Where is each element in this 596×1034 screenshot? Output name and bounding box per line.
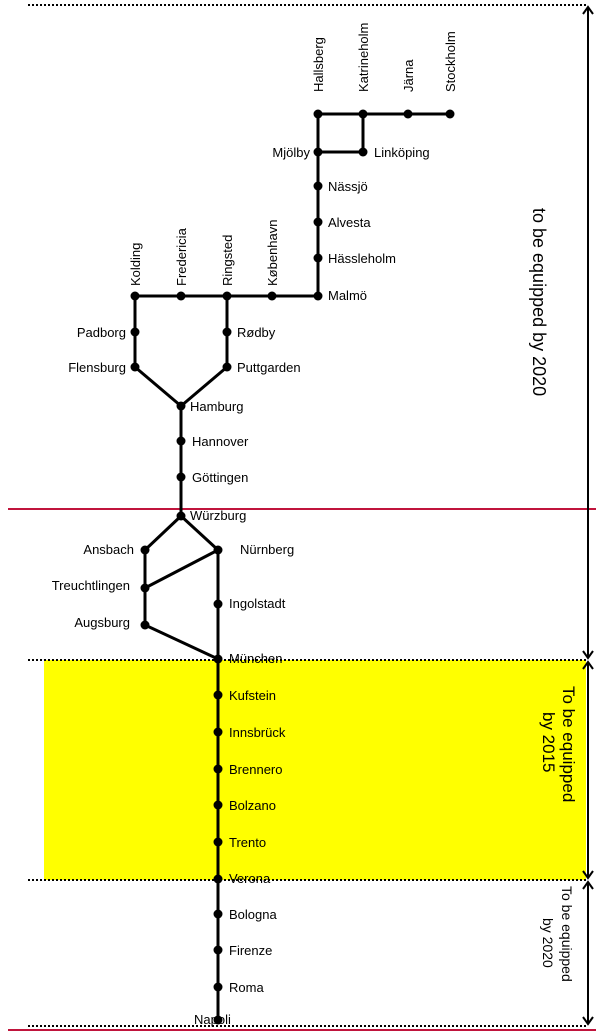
zone-2015-highlight bbox=[44, 660, 586, 880]
label-treuchtlingen: Treuchtlingen bbox=[52, 578, 130, 593]
label-augsburg: Augsburg bbox=[74, 615, 130, 630]
station-dot-nassjo bbox=[313, 181, 323, 191]
station-dot-kolding bbox=[130, 291, 140, 301]
label-innsbruck: Innsbrück bbox=[229, 725, 286, 740]
station-dot-munchen bbox=[213, 654, 223, 664]
station-dot-mjolby bbox=[313, 147, 323, 157]
station-dot-padborg bbox=[130, 327, 140, 337]
station-dot-puttgarden bbox=[222, 362, 232, 372]
label-malmo: Malmö bbox=[328, 288, 367, 303]
label-kufstein: Kufstein bbox=[229, 688, 276, 703]
station-dot-ringsted bbox=[222, 291, 232, 301]
station-dot-roma bbox=[213, 982, 223, 992]
annotation-bottom-zone-line2: by 2020 bbox=[540, 918, 556, 968]
label-linkoping: Linköping bbox=[374, 145, 430, 160]
label-trento: Trento bbox=[229, 835, 266, 850]
station-dot-flensburg bbox=[130, 362, 140, 372]
station-dot-innsbruck bbox=[213, 727, 223, 737]
label-hannover: Hannover bbox=[192, 434, 249, 449]
station-dot-malmo bbox=[313, 291, 323, 301]
station-dot-wurzburg bbox=[176, 511, 186, 521]
top-zone-arrow bbox=[582, 5, 594, 660]
label-rodby: Rødby bbox=[237, 325, 276, 340]
label-kobenhavn: København bbox=[265, 220, 280, 287]
label-katrineholm: Katrineholm bbox=[356, 23, 371, 92]
label-flensburg: Flensburg bbox=[68, 360, 126, 375]
station-dot-napoli bbox=[213, 1015, 223, 1025]
label-verona: Verona bbox=[229, 871, 271, 886]
label-firenze: Firenze bbox=[229, 943, 272, 958]
label-bologna: Bologna bbox=[229, 907, 277, 922]
station-dot-alvesta bbox=[313, 217, 323, 227]
station-dot-stockholm bbox=[445, 109, 455, 119]
station-dot-hassleholm bbox=[313, 253, 323, 263]
label-ingolstadt: Ingolstadt bbox=[229, 596, 286, 611]
station-dot-ingolstadt bbox=[213, 599, 223, 609]
station-dot-verona bbox=[213, 874, 223, 884]
label-roma: Roma bbox=[229, 980, 264, 995]
annotation-middle-zone-line2: by 2015 bbox=[539, 712, 558, 773]
station-dot-rodby bbox=[222, 327, 232, 337]
label-jarna: Järna bbox=[401, 59, 416, 92]
label-brennero: Brennero bbox=[229, 762, 282, 777]
station-dot-brennero bbox=[213, 764, 223, 774]
station-dot-hamburg bbox=[176, 401, 186, 411]
station-dot-linkoping bbox=[358, 147, 368, 157]
annotation-middle-zone-line1: To be equipped bbox=[559, 686, 578, 802]
station-dot-trento bbox=[213, 837, 223, 847]
label-hamburg: Hamburg bbox=[190, 399, 243, 414]
label-wurzburg: Würzburg bbox=[190, 508, 246, 523]
label-munchen: München bbox=[229, 651, 282, 666]
label-hallsberg: Hallsberg bbox=[311, 37, 326, 92]
label-nurnberg: Nürnberg bbox=[240, 542, 294, 557]
label-mjolby: Mjölby bbox=[272, 145, 310, 160]
label-gottingen: Göttingen bbox=[192, 470, 248, 485]
station-dot-katrineholm bbox=[358, 109, 368, 119]
label-bolzano: Bolzano bbox=[229, 798, 276, 813]
label-stockholm: Stockholm bbox=[443, 31, 458, 92]
label-alvesta: Alvesta bbox=[328, 215, 371, 230]
station-dot-jarna bbox=[403, 109, 413, 119]
station-dot-firenze bbox=[213, 945, 223, 955]
station-dot-augsburg bbox=[140, 620, 150, 630]
station-dot-kufstein bbox=[213, 690, 223, 700]
station-dot-hannover bbox=[176, 436, 186, 446]
station-dots bbox=[130, 109, 455, 1025]
annotation-bottom-zone-line1: To be equipped bbox=[559, 886, 575, 982]
label-puttgarden: Puttgarden bbox=[237, 360, 301, 375]
label-ringsted: Ringsted bbox=[220, 235, 235, 286]
station-dot-bolzano bbox=[213, 800, 223, 810]
station-dot-treuchtlingen bbox=[140, 583, 150, 593]
station-dot-fredericia bbox=[176, 291, 186, 301]
station-dot-bologna bbox=[213, 909, 223, 919]
station-dot-ansbach bbox=[140, 545, 150, 555]
annotation-top-zone: to be equipped by 2020 bbox=[529, 208, 549, 396]
label-ansbach: Ansbach bbox=[83, 542, 134, 557]
label-kolding: Kolding bbox=[128, 243, 143, 286]
label-hassleholm: Hässleholm bbox=[328, 251, 396, 266]
railway-lines bbox=[133, 112, 450, 1020]
label-nassjo: Nässjö bbox=[328, 179, 368, 194]
bottom-zone-arrow bbox=[582, 880, 594, 1026]
station-dot-hallsberg bbox=[313, 109, 323, 119]
label-napoli: Napoli bbox=[194, 1012, 231, 1027]
label-padborg: Padborg bbox=[77, 325, 126, 340]
label-fredericia: Fredericia bbox=[174, 227, 189, 286]
station-dot-kobenhavn bbox=[267, 291, 277, 301]
station-dot-gottingen bbox=[176, 472, 186, 482]
station-dot-nurnberg bbox=[213, 545, 223, 555]
middle-zone-arrow bbox=[582, 660, 594, 880]
